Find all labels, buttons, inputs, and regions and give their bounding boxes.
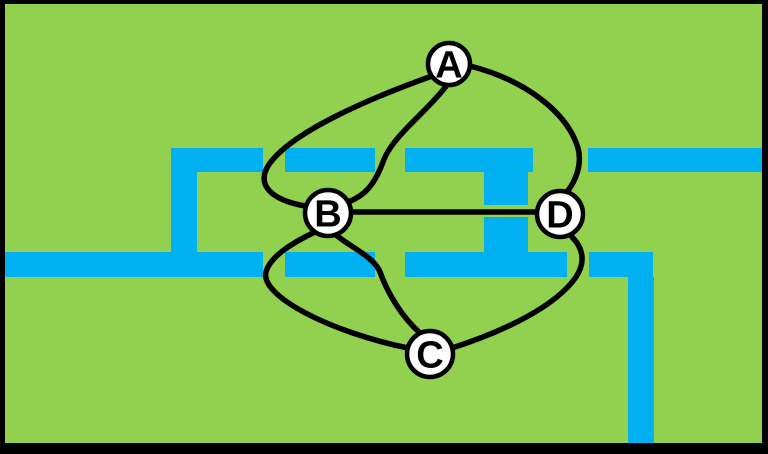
lower-river-seg-2 (285, 252, 375, 277)
edge-C-D (449, 234, 585, 351)
lower-river-seg-1 (5, 252, 263, 277)
middle-channel-lower (484, 217, 528, 252)
edge-B-C-1 (263, 229, 411, 351)
node-label-B: B (314, 193, 341, 235)
node-D (534, 188, 586, 240)
edge-A-B-2 (345, 82, 450, 205)
lower-river-seg-3 (405, 252, 567, 277)
lower-river-seg-4 (589, 252, 653, 277)
middle-channel-upper (484, 172, 528, 205)
node-A (425, 40, 473, 88)
node-label-A: A (435, 44, 462, 86)
upper-river-seg-2 (285, 148, 375, 172)
node-C (404, 328, 456, 380)
upper-river-seg-3 (405, 148, 533, 172)
edge-A-D (467, 63, 583, 196)
node-label-C: C (416, 334, 443, 376)
edge-A-B-1 (261, 73, 435, 209)
edge-B-C-2 (333, 232, 423, 336)
node-B (302, 187, 354, 239)
node-label-D: D (546, 194, 573, 236)
right-vertical-channel (628, 277, 654, 443)
upper-river-seg-4 (588, 148, 762, 172)
